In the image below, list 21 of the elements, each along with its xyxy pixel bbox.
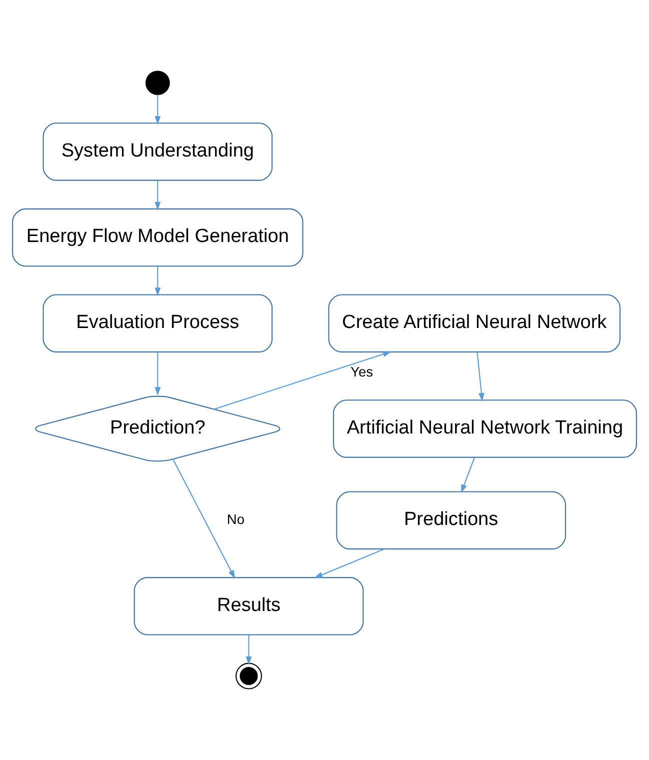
- node-box: Create Artificial Neural Network: [328, 294, 621, 352]
- arrow: [214, 351, 392, 410]
- arrow: [246, 634, 252, 665]
- edge-label: Yes: [350, 364, 374, 380]
- node-box: Results: [134, 577, 364, 636]
- arrow: [154, 352, 161, 396]
- node-box: Predictions: [336, 491, 566, 550]
- node-box: System Understanding: [42, 122, 273, 181]
- node-circle: [146, 70, 170, 96]
- arrow: [314, 548, 384, 578]
- arrow: [154, 180, 161, 210]
- node-circle: [236, 662, 262, 690]
- arrow: [461, 457, 475, 493]
- node-box: Evaluation Process: [42, 294, 273, 352]
- arrow: [154, 94, 161, 125]
- edge-label: No: [226, 512, 245, 527]
- node-box: Energy Flow Model Generation: [12, 208, 304, 267]
- arrow: [154, 266, 161, 296]
- arrow: [172, 458, 236, 579]
- arrow: [476, 352, 484, 402]
- node-box: Artificial Neural Network Training: [332, 400, 637, 458]
